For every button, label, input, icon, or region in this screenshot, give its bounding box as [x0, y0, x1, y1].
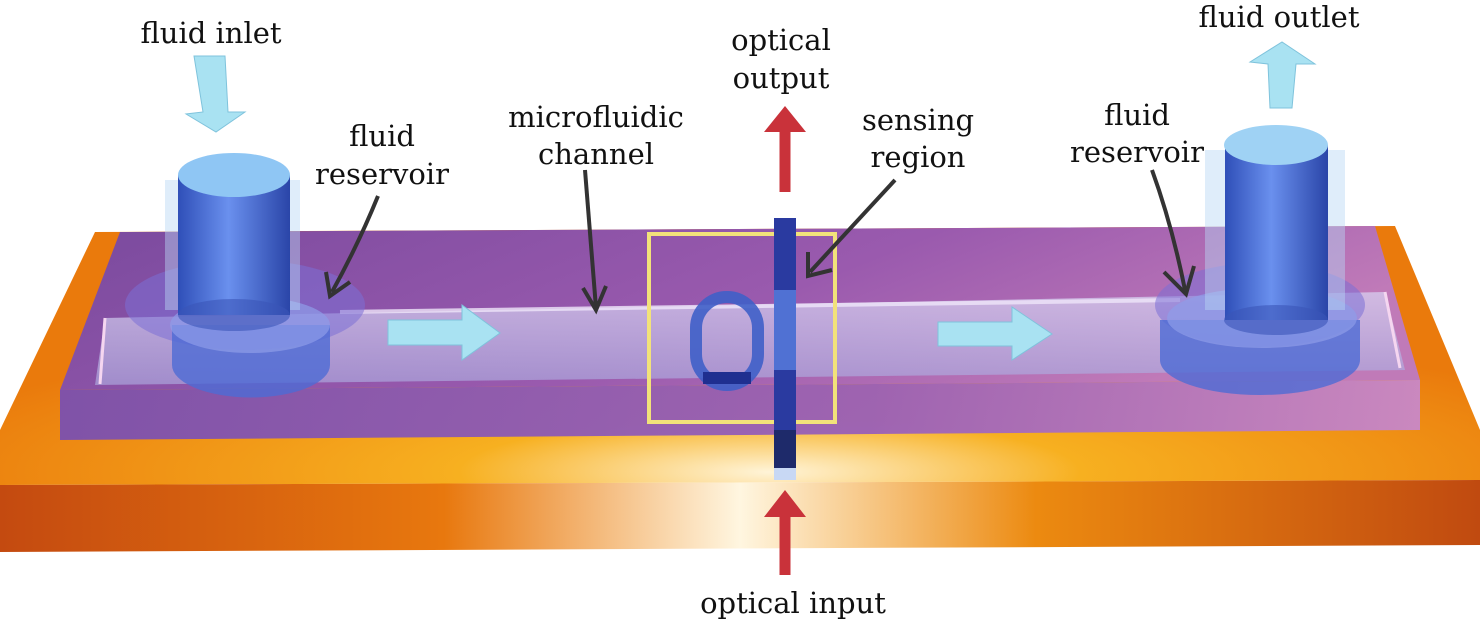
- label-left-reservoir-line2: reservoir: [315, 157, 449, 191]
- pointer-sensing-region: [806, 178, 897, 279]
- right-fluid-reservoir: [1155, 125, 1365, 395]
- label-fluid-outlet: fluid outlet: [1199, 0, 1360, 34]
- pointer-microfluidic-channel: [581, 169, 608, 315]
- fluid-inlet-arrow: [184, 55, 247, 133]
- sensing-region-box: [647, 232, 837, 424]
- label-optical-input: optical input: [700, 586, 886, 620]
- label-microfluidic-line2: channel: [538, 137, 654, 171]
- fluid-outlet-arrow: [1248, 41, 1317, 109]
- flow-arrow-right: [937, 306, 1053, 361]
- label-left-reservoir-line1: fluid: [349, 119, 415, 153]
- optical-output-arrow: [764, 106, 806, 192]
- label-microfluidic-line1: microfluidic: [508, 100, 684, 134]
- label-sensing-line1: sensing: [862, 103, 974, 137]
- label-optical-output-line2: output: [733, 61, 830, 95]
- pointer-right-reservoir: [1150, 169, 1196, 298]
- microfluidic-channel: [95, 291, 1405, 385]
- label-right-reservoir-line2: reservoir: [1070, 135, 1204, 169]
- optical-input-arrow: [764, 490, 806, 575]
- ring-resonator: [690, 291, 764, 391]
- label-optical-output-line1: optical: [731, 23, 831, 57]
- pointer-left-reservoir: [324, 195, 380, 300]
- optical-waveguide: [774, 218, 796, 480]
- label-right-reservoir-line1: fluid: [1104, 98, 1170, 132]
- label-sensing-line2: region: [870, 140, 965, 174]
- label-fluid-inlet: fluid inlet: [140, 16, 281, 50]
- left-fluid-reservoir: [125, 153, 365, 398]
- flow-arrow-left: [387, 304, 501, 361]
